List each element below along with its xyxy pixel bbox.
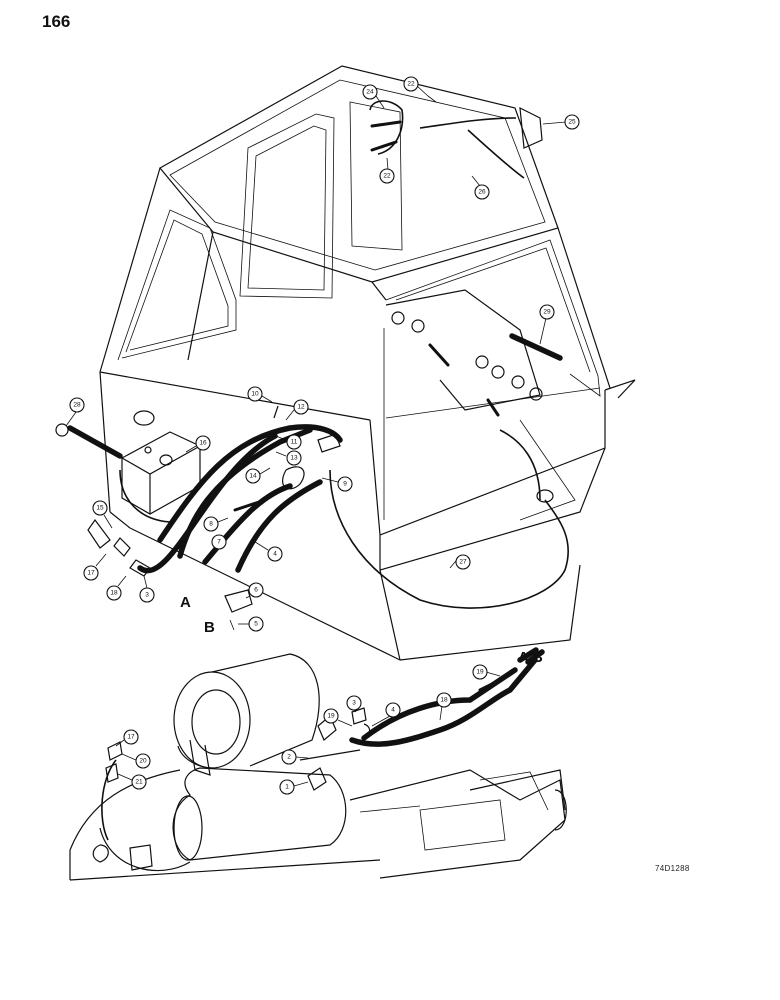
callout-29: 29 bbox=[539, 304, 555, 345]
svg-text:2: 2 bbox=[287, 754, 291, 761]
callout-13: 13 bbox=[275, 450, 302, 466]
svg-text:28: 28 bbox=[73, 402, 81, 409]
svg-text:18: 18 bbox=[440, 697, 448, 704]
callout-18-lower: 18 bbox=[436, 692, 452, 721]
callout-9: 9 bbox=[321, 476, 353, 492]
callout-18-upper: 18 bbox=[106, 575, 127, 601]
svg-text:16: 16 bbox=[199, 440, 207, 447]
callout-3-upper: 3 bbox=[139, 575, 155, 603]
callout-7: 7 bbox=[211, 529, 233, 550]
callout-14: 14 bbox=[245, 467, 271, 484]
svg-text:1: 1 bbox=[285, 784, 289, 791]
hose-label-b-lower: B bbox=[532, 649, 543, 666]
callout-15: 15 bbox=[92, 500, 113, 529]
svg-text:19: 19 bbox=[476, 669, 484, 676]
callout-8: 8 bbox=[203, 516, 229, 532]
svg-text:15: 15 bbox=[96, 505, 104, 512]
heater-hoses bbox=[55, 405, 569, 631]
callout-17-upper: 17 bbox=[83, 553, 107, 581]
callout-28: 28 bbox=[65, 397, 85, 427]
callout-11: 11 bbox=[275, 434, 302, 450]
svg-text:18: 18 bbox=[110, 590, 118, 597]
callout-16: 16 bbox=[185, 435, 211, 453]
callout-6: 6 bbox=[245, 582, 264, 599]
engine-assembly bbox=[69, 647, 567, 881]
callout-1: 1 bbox=[279, 779, 309, 795]
svg-text:26: 26 bbox=[478, 189, 486, 196]
wiper-motor-assembly bbox=[369, 95, 543, 179]
drawing-reference-code: 74D1288 bbox=[655, 864, 690, 873]
svg-text:17: 17 bbox=[127, 734, 135, 741]
callout-27: 27 bbox=[449, 554, 471, 570]
svg-text:20: 20 bbox=[139, 758, 147, 765]
callout-4-upper: 4 bbox=[251, 539, 283, 562]
instrument-cluster bbox=[385, 289, 563, 417]
svg-text:22: 22 bbox=[383, 173, 391, 180]
svg-text:10: 10 bbox=[251, 391, 259, 398]
hose-label-a-lower: A bbox=[518, 649, 529, 666]
callout-3-lower: 3 bbox=[346, 695, 362, 713]
svg-text:5: 5 bbox=[254, 621, 258, 628]
svg-text:8: 8 bbox=[209, 521, 213, 528]
callout-20: 20 bbox=[121, 753, 151, 769]
page-number: 166 bbox=[42, 12, 71, 31]
callout-22-top: 22 bbox=[403, 76, 429, 97]
svg-text:29: 29 bbox=[543, 309, 551, 316]
callout-12: 12 bbox=[285, 399, 309, 421]
svg-text:25: 25 bbox=[568, 119, 576, 126]
svg-text:6: 6 bbox=[254, 587, 258, 594]
svg-text:12: 12 bbox=[297, 404, 305, 411]
svg-text:13: 13 bbox=[290, 455, 298, 462]
svg-text:4: 4 bbox=[391, 707, 395, 714]
callout-26: 26 bbox=[471, 175, 490, 200]
callout-22-lower: 22 bbox=[379, 157, 395, 184]
hose-label-a: A bbox=[180, 594, 191, 611]
svg-text:3: 3 bbox=[145, 592, 149, 599]
callout-2: 2 bbox=[281, 749, 309, 765]
svg-text:22: 22 bbox=[407, 81, 415, 88]
svg-text:27: 27 bbox=[459, 559, 467, 566]
callout-21: 21 bbox=[117, 773, 147, 790]
svg-text:24: 24 bbox=[366, 89, 374, 96]
callout-5: 5 bbox=[238, 616, 264, 632]
svg-text:21: 21 bbox=[135, 779, 143, 786]
callout-24: 24 bbox=[362, 84, 385, 109]
svg-text:14: 14 bbox=[249, 473, 257, 480]
svg-text:3: 3 bbox=[352, 700, 356, 707]
hose-label-b: B bbox=[204, 619, 215, 636]
callout-19-lower: 19 bbox=[323, 708, 353, 727]
callout-4-lower: 4 bbox=[371, 702, 401, 727]
svg-text:7: 7 bbox=[217, 539, 221, 546]
callout-17-lower: 17 bbox=[115, 729, 139, 747]
svg-text:17: 17 bbox=[87, 570, 95, 577]
callout-10: 10 bbox=[247, 386, 273, 403]
callout-25: 25 bbox=[542, 114, 580, 130]
cab-frame bbox=[99, 65, 636, 661]
svg-text:9: 9 bbox=[343, 481, 347, 488]
svg-text:19: 19 bbox=[327, 713, 335, 720]
callout-19-right: 19 bbox=[472, 664, 501, 680]
svg-text:11: 11 bbox=[291, 439, 298, 446]
svg-text:4: 4 bbox=[273, 551, 277, 558]
